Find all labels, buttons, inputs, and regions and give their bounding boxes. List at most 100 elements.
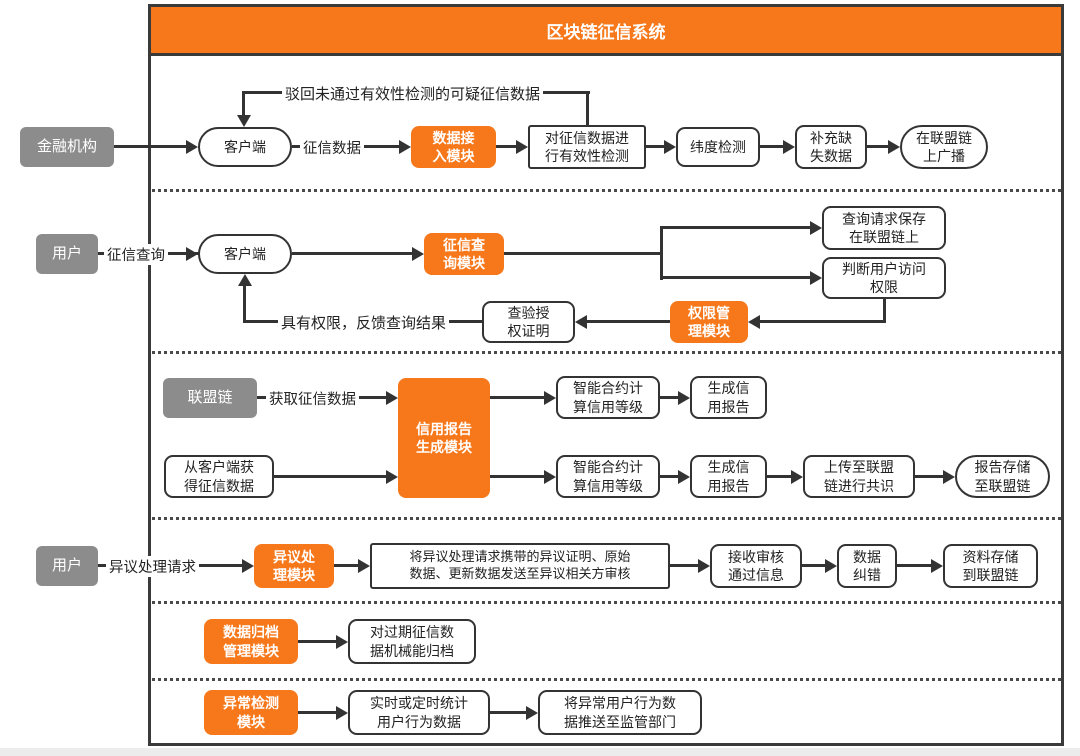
node-client-query: 客户端 [198, 234, 292, 274]
arrowhead-right-icon [678, 391, 690, 405]
arrowhead-right-icon [678, 470, 690, 484]
edge-line [98, 252, 242, 255]
edge-line [243, 286, 246, 323]
node-data-from-client: 从客户端获 得征信数据 [164, 455, 274, 498]
arrowhead-right-icon [943, 470, 955, 484]
edge-label-reject: 驳回未通过有效性检测的可疑征信数据 [282, 83, 544, 104]
edge-line [646, 145, 664, 148]
actor-user-query: 用户 [36, 234, 98, 274]
row-separator [152, 601, 1061, 604]
row-separator [152, 351, 1061, 354]
module-data-ingest: 数据接 入模块 [411, 126, 496, 168]
node-broadcast-chain: 在联盟链 上广播 [900, 125, 988, 169]
edge-line [660, 396, 678, 399]
edge-line [298, 640, 336, 643]
actor-user-dispute: 用户 [36, 546, 98, 586]
edge-line [660, 475, 678, 478]
arrowhead-down-icon [237, 115, 251, 127]
arrowhead-right-icon [186, 247, 198, 261]
arrowhead-up-icon [238, 274, 252, 286]
edge-line [760, 320, 886, 323]
node-smart-contract-calc-1: 智能合约计 算信用等级 [556, 376, 660, 419]
row-separator [152, 678, 1061, 681]
arrowhead-right-icon [186, 140, 198, 154]
edge-line [897, 564, 931, 567]
edge-line [298, 711, 336, 714]
arrowhead-right-icon [664, 140, 676, 154]
edge-line [660, 276, 810, 279]
node-receive-approval: 接收审核 通过信息 [710, 544, 802, 588]
edge-label-feedback-result: 具有权限，反馈查询结果 [278, 312, 450, 333]
row-separator [152, 189, 1061, 192]
edge-line [867, 145, 888, 148]
arrowhead-right-icon [412, 247, 424, 261]
edge-line [334, 564, 358, 567]
edge-line [242, 92, 245, 116]
module-permission-mgmt: 权限管 理模块 [670, 301, 748, 343]
node-material-storage: 资料存储 到联盟链 [943, 544, 1038, 588]
arrowhead-right-icon [783, 140, 795, 154]
node-validity-check: 对征信数据进 行有效性检测 [528, 125, 646, 169]
node-client-ingest: 客户端 [198, 127, 292, 167]
arrowhead-right-icon [810, 271, 822, 285]
module-dispute-handling: 异议处 理模块 [254, 544, 334, 588]
node-send-to-review: 将异议处理请求携带的异议证明、原始 数据、更新数据发送至异议相关方审核 [370, 543, 670, 589]
node-report-storage: 报告存储 至联盟链 [955, 455, 1050, 498]
node-archive-expired-data: 对过期征信数 据机械能归档 [348, 619, 476, 664]
edge-label-credit-data: 征信数据 [300, 137, 364, 158]
arrowhead-right-icon [386, 391, 398, 405]
arrowhead-right-icon [825, 559, 837, 573]
edge-line [586, 91, 589, 125]
arrowhead-right-icon [516, 140, 528, 154]
node-judge-access: 判断用户访问 权限 [822, 257, 946, 299]
edge-line [490, 396, 544, 399]
edge-line [292, 252, 414, 255]
edge-line [802, 564, 825, 567]
edge-line [587, 320, 670, 323]
actor-financial-institution: 金融机构 [20, 127, 114, 167]
arrowhead-right-icon [544, 470, 556, 484]
node-save-query-request: 查询请求保存 在联盟链上 [822, 206, 946, 250]
edge-line [490, 475, 544, 478]
module-anomaly-detection: 异常检测 模块 [204, 690, 298, 735]
edge-line [504, 252, 662, 255]
arrowhead-right-icon [336, 635, 348, 649]
arrowhead-left-icon [748, 315, 760, 329]
arrowhead-left-icon [575, 315, 587, 329]
edge-line [767, 475, 791, 478]
arrowhead-right-icon [698, 559, 710, 573]
edge-line [915, 475, 943, 478]
diagram-title-bar: 区块链征信系统 [148, 4, 1064, 56]
arrowhead-right-icon [358, 559, 370, 573]
row-separator [152, 517, 1061, 520]
node-stat-user-behavior: 实时或定时统计 用户行为数据 [348, 690, 490, 735]
node-upload-consensus: 上传至联盟 链进行共识 [803, 455, 915, 498]
arrowhead-right-icon [336, 706, 348, 720]
edge-line [274, 475, 386, 478]
edge-line [490, 711, 526, 714]
node-verify-auth-proof: 查验授 权证明 [482, 301, 575, 343]
edge-line [760, 145, 783, 148]
node-push-to-regulator: 将异常用户行为数 据推送至监管部门 [538, 690, 702, 735]
edge-line [660, 226, 663, 280]
edge-line [660, 226, 810, 229]
arrowhead-right-icon [791, 470, 803, 484]
node-data-correction: 数据 纠错 [837, 544, 897, 588]
page-title: 区块链征信系统 [546, 22, 666, 42]
arrowhead-right-icon [386, 470, 398, 484]
node-fill-missing-data: 补充缺 失数据 [795, 125, 867, 169]
arrowhead-right-icon [931, 559, 943, 573]
arrowhead-right-icon [888, 140, 900, 154]
arrowhead-right-icon [242, 559, 254, 573]
node-generate-report-2: 生成信 用报告 [690, 455, 767, 498]
arrowhead-right-icon [544, 391, 556, 405]
edge-label-credit-query: 征信查询 [104, 244, 168, 265]
module-data-archive: 数据归档 管理模块 [204, 619, 298, 664]
edge-line [883, 299, 886, 323]
edge-label-fetch-data: 获取征信数据 [266, 388, 359, 409]
node-smart-contract-calc-2: 智能合约计 算信用等级 [556, 455, 660, 498]
arrowhead-right-icon [399, 140, 411, 154]
edge-line [670, 564, 698, 567]
edge-line [114, 145, 188, 148]
